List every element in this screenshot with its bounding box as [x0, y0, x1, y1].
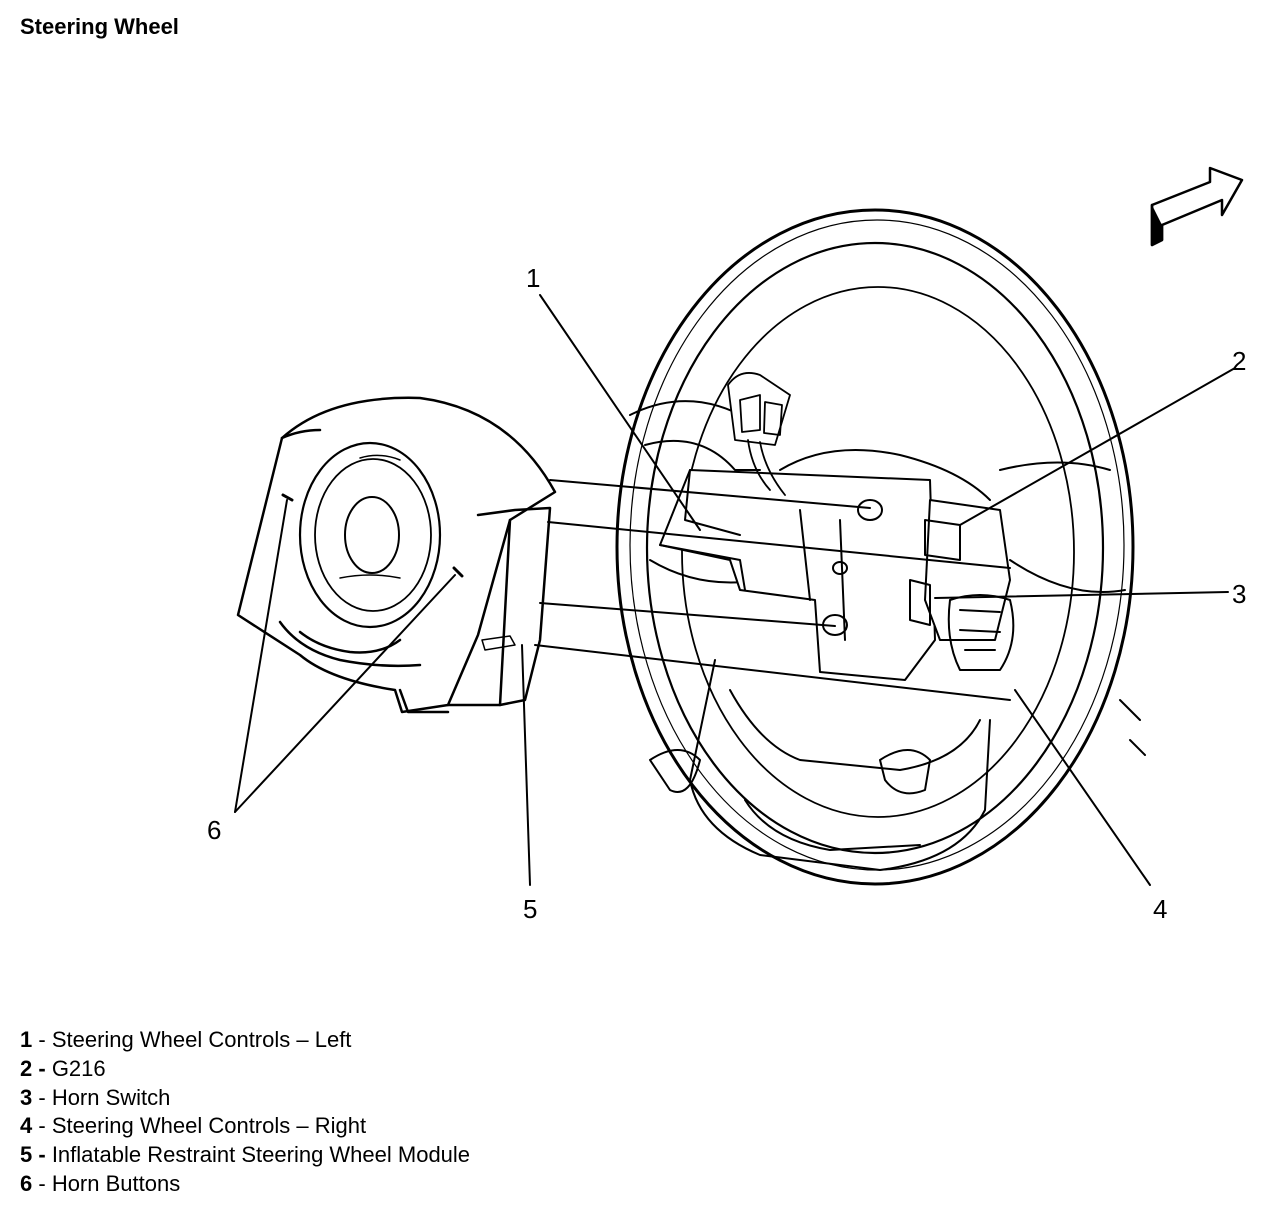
callout-5: 5	[523, 894, 537, 924]
legend-item: 4 - Steering Wheel Controls – Right	[20, 1112, 470, 1141]
callout-6: 6	[207, 815, 221, 845]
legend-item: 3 - Horn Switch	[20, 1084, 470, 1113]
legend-number: 5 -	[20, 1142, 46, 1168]
legend-item: 1 - Steering Wheel Controls – Left	[20, 1026, 470, 1055]
legend-number: 6	[20, 1170, 33, 1196]
legend-text: Horn Switch	[51, 1084, 171, 1110]
legend-text: Horn Buttons	[51, 1170, 181, 1196]
callout-2: 2	[1232, 346, 1246, 376]
alignment-lines	[534, 479, 1011, 701]
legend-item: 2 - G216	[20, 1055, 470, 1084]
legend-separator: -	[32, 1084, 52, 1110]
legend-text: Steering Wheel Controls – Left	[51, 1027, 352, 1052]
legend-separator: -	[32, 1113, 52, 1139]
orientation-arrow-icon	[1150, 166, 1244, 247]
legend-number: 4	[20, 1113, 33, 1139]
callout-3: 3	[1232, 579, 1246, 609]
legend-separator: -	[32, 1027, 52, 1052]
callout-1: 1	[526, 263, 540, 293]
legend-number: 3	[20, 1084, 33, 1110]
legend-separator: -	[32, 1170, 52, 1196]
legend-number: 1	[20, 1027, 33, 1052]
steering-wheel-hub	[659, 449, 1015, 681]
parts-legend: 1 - Steering Wheel Controls – Left 2 - G…	[20, 1026, 470, 1199]
diagram-title: Steering Wheel	[20, 14, 179, 39]
leader-lines	[234, 294, 1236, 886]
steering-wheel-rim	[615, 208, 1135, 886]
legend-text: Steering Wheel Controls – Right	[51, 1113, 367, 1139]
legend-number: 2 -	[20, 1055, 46, 1081]
legend-item: 5 - Inflatable Restraint Steering Wheel …	[20, 1141, 470, 1170]
wiring-connector	[727, 372, 791, 496]
legend-text: Inflatable Restraint Steering Wheel Modu…	[51, 1142, 471, 1168]
steering-wheel-illustration: 1 2 3 4 5 6	[207, 166, 1246, 924]
legend-text: G216	[51, 1055, 106, 1081]
legend-item: 6 - Horn Buttons	[20, 1170, 470, 1199]
callout-4: 4	[1153, 894, 1167, 924]
airbag-module	[236, 396, 557, 714]
